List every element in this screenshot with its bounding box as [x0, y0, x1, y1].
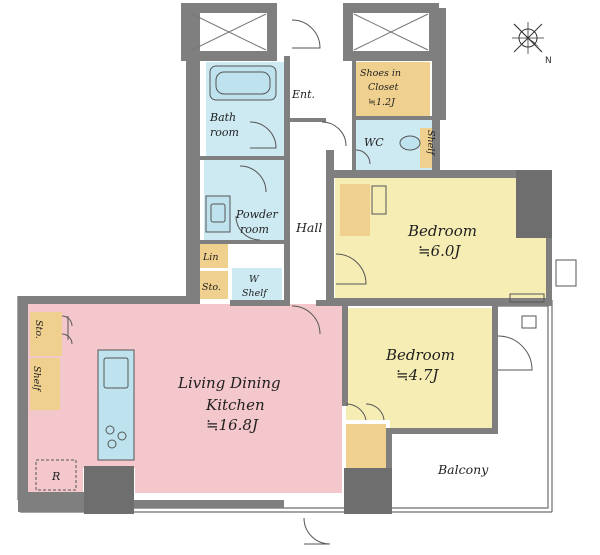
door-swing: [355, 149, 371, 165]
fixtures: [35, 65, 537, 491]
toilet: [399, 135, 421, 151]
window: [555, 259, 577, 287]
bath-label: room: [210, 126, 239, 139]
powder-label: room: [240, 223, 269, 236]
bedroom-window: [509, 293, 545, 303]
storage-small-floor: [200, 271, 228, 299]
entrance-label: Ent.: [291, 88, 315, 101]
doors: [61, 19, 577, 545]
column-bottom-left: [84, 466, 134, 514]
wc-shelf-floor: [420, 128, 432, 168]
wc-label: WC: [364, 136, 384, 149]
stove-burner: [105, 425, 115, 435]
shoes-closet-label: Shoes in: [360, 68, 401, 79]
ldk-floor: [28, 304, 342, 493]
left-shelf-floor: [30, 358, 60, 410]
bedroom-2-label: Bedroom: [385, 346, 455, 364]
left-storage-floor: [30, 312, 62, 356]
refrigerator-label: R: [51, 470, 60, 483]
w-shelf-floor: [232, 268, 282, 300]
storage-small-label: Sto.: [202, 282, 221, 293]
closet-door: [371, 185, 387, 215]
w-shelf-label: Shelf: [242, 288, 268, 299]
door-swing: [235, 215, 261, 241]
door-swing: [335, 253, 367, 285]
shoes-closet-label: Closet: [368, 82, 399, 93]
column-bottom-center: [344, 468, 392, 514]
bedroom-1-size: ≒6.0J: [418, 242, 461, 260]
powder-label: Powder: [235, 208, 279, 221]
vanity-sink: [205, 195, 231, 233]
w-label: W: [249, 274, 260, 285]
door-swing: [321, 121, 347, 147]
stove-burner: [107, 439, 117, 449]
ldk-size: ≒16.8J: [206, 416, 259, 434]
door-swing: [345, 403, 367, 421]
stove-burner: [117, 431, 127, 441]
bathtub: [209, 65, 277, 101]
balcony-label: Balcony: [437, 462, 489, 477]
door-swing: [249, 121, 277, 149]
door-swing: [239, 165, 267, 193]
linen-floor: [200, 244, 228, 268]
column-top-right: [516, 170, 552, 238]
bedroom-1-closet: [340, 184, 370, 236]
bedroom-2-size: ≒4.7J: [396, 366, 439, 384]
labels: Ent. Shoes in Closet ≒1.2J Bath room WC …: [31, 68, 489, 483]
bedroom-1-floor: [335, 178, 547, 300]
kitchen-sink: [103, 357, 129, 389]
door-swing: [365, 403, 385, 421]
compass-north-arrow-icon: [528, 38, 540, 48]
shoes-closet-floor: [356, 62, 430, 116]
door-swing: [291, 19, 321, 49]
hall-label: Hall: [295, 220, 322, 235]
left-storage-label: Sto.: [33, 320, 44, 339]
linen-label: Lin: [202, 252, 218, 263]
bath-label: Bath: [209, 111, 236, 124]
compass: N: [512, 22, 552, 66]
ldk-label: Living Dining: [177, 374, 281, 392]
compass-north-label: N: [545, 56, 552, 66]
door-swing: [303, 517, 331, 545]
ldk-label: Kitchen: [205, 396, 265, 414]
shaft-cross: [191, 13, 267, 51]
walls: [18, 3, 552, 514]
bedroom-2-closet: [346, 424, 386, 468]
wc-shelf-label: Shelf: [425, 130, 436, 156]
refrigerator-space: [35, 459, 77, 491]
door-swing: [291, 305, 321, 335]
bedroom-2-floor: [346, 308, 494, 430]
left-shelf-label: Shelf: [31, 366, 42, 392]
bedroom-1-label: Bedroom: [407, 222, 477, 240]
door-swing: [497, 335, 533, 371]
shaft-cross: [353, 13, 429, 51]
shoes-closet-size: ≒1.2J: [368, 97, 396, 108]
balcony-faucet: [521, 315, 537, 329]
